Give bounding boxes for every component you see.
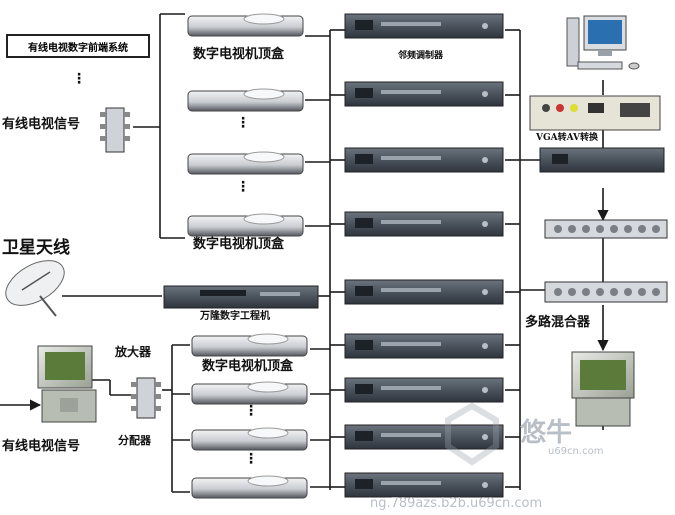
- dots-stb-1: ⋮: [236, 115, 250, 131]
- amplifier-right-icon: [571, 351, 635, 427]
- watermark-brand: 悠牛: [520, 418, 573, 448]
- computer-icon: [566, 15, 640, 70]
- modulator-device-icon: [344, 279, 504, 305]
- cable-signal-bottom-label: 有线电视信号: [2, 439, 81, 454]
- rack-unit-right-icon: [539, 147, 665, 173]
- splitter-bottom-icon: [131, 377, 161, 419]
- splitter-label: 分配器: [118, 434, 151, 447]
- dots-top-left: ⋮: [72, 71, 86, 87]
- modulator-device-icon: [344, 81, 504, 107]
- stb-device-icon: [191, 475, 308, 499]
- stb-label-mid: 数字电视机顶盒: [193, 237, 285, 252]
- stb-group-top: [187, 13, 304, 237]
- modulator-device-icon: [344, 211, 504, 237]
- vga-av-label: VGA转AV转换: [536, 133, 598, 143]
- watermark-site: u69cn.com: [548, 446, 604, 457]
- stb-device-icon: [187, 88, 304, 112]
- mixer-bottom-icon: [544, 281, 668, 303]
- stb-device-icon: [191, 381, 308, 405]
- dots-stb-4: ⋮: [244, 451, 258, 467]
- modulator-label: 邻频调制器: [398, 51, 444, 61]
- vga-av-converter-icon: [529, 95, 661, 131]
- mixer-top-icon: [544, 219, 668, 239]
- engineering-unit-label: 万隆数字工程机: [200, 311, 270, 322]
- stb-device-icon: [187, 13, 304, 37]
- modulator-device-icon: [344, 472, 504, 498]
- cable-signal-top-label: 有线电视信号: [2, 117, 81, 132]
- modulator-device-icon: [344, 333, 504, 359]
- amplifier-label: 放大器: [115, 345, 152, 359]
- watermark-url: ng.789azs.b2b.u69cn.com: [370, 496, 543, 511]
- stb-group-bottom: [191, 333, 308, 499]
- dots-stb-2: ⋮: [236, 179, 250, 195]
- satellite-dish-icon: [5, 260, 65, 317]
- engineering-unit-icon: [163, 285, 319, 309]
- stb-label-bottom: 数字电视机顶盒: [202, 359, 294, 374]
- satellite-antenna-label: 卫星天线: [2, 238, 70, 258]
- modulator-column: [344, 13, 504, 498]
- modulator-device-icon: [344, 424, 504, 450]
- amplifier-left-icon: [37, 345, 97, 423]
- modulator-device-icon: [344, 147, 504, 173]
- splitter-top-icon: [100, 107, 130, 153]
- modulator-device-icon: [344, 13, 504, 39]
- stb-label-top: 数字电视机顶盒: [193, 47, 285, 62]
- watermark-logo-icon: [445, 402, 499, 466]
- stb-device-icon: [191, 333, 308, 357]
- stb-device-icon: [187, 151, 304, 175]
- modulator-device-icon: [344, 377, 504, 403]
- system-title-box: 有线电视数字前端系统: [6, 34, 150, 58]
- multi-mixer-label: 多路混合器: [525, 315, 591, 330]
- stb-device-icon: [191, 427, 308, 451]
- dots-stb-3: ⋮: [244, 403, 258, 419]
- stb-device-icon: [187, 213, 304, 237]
